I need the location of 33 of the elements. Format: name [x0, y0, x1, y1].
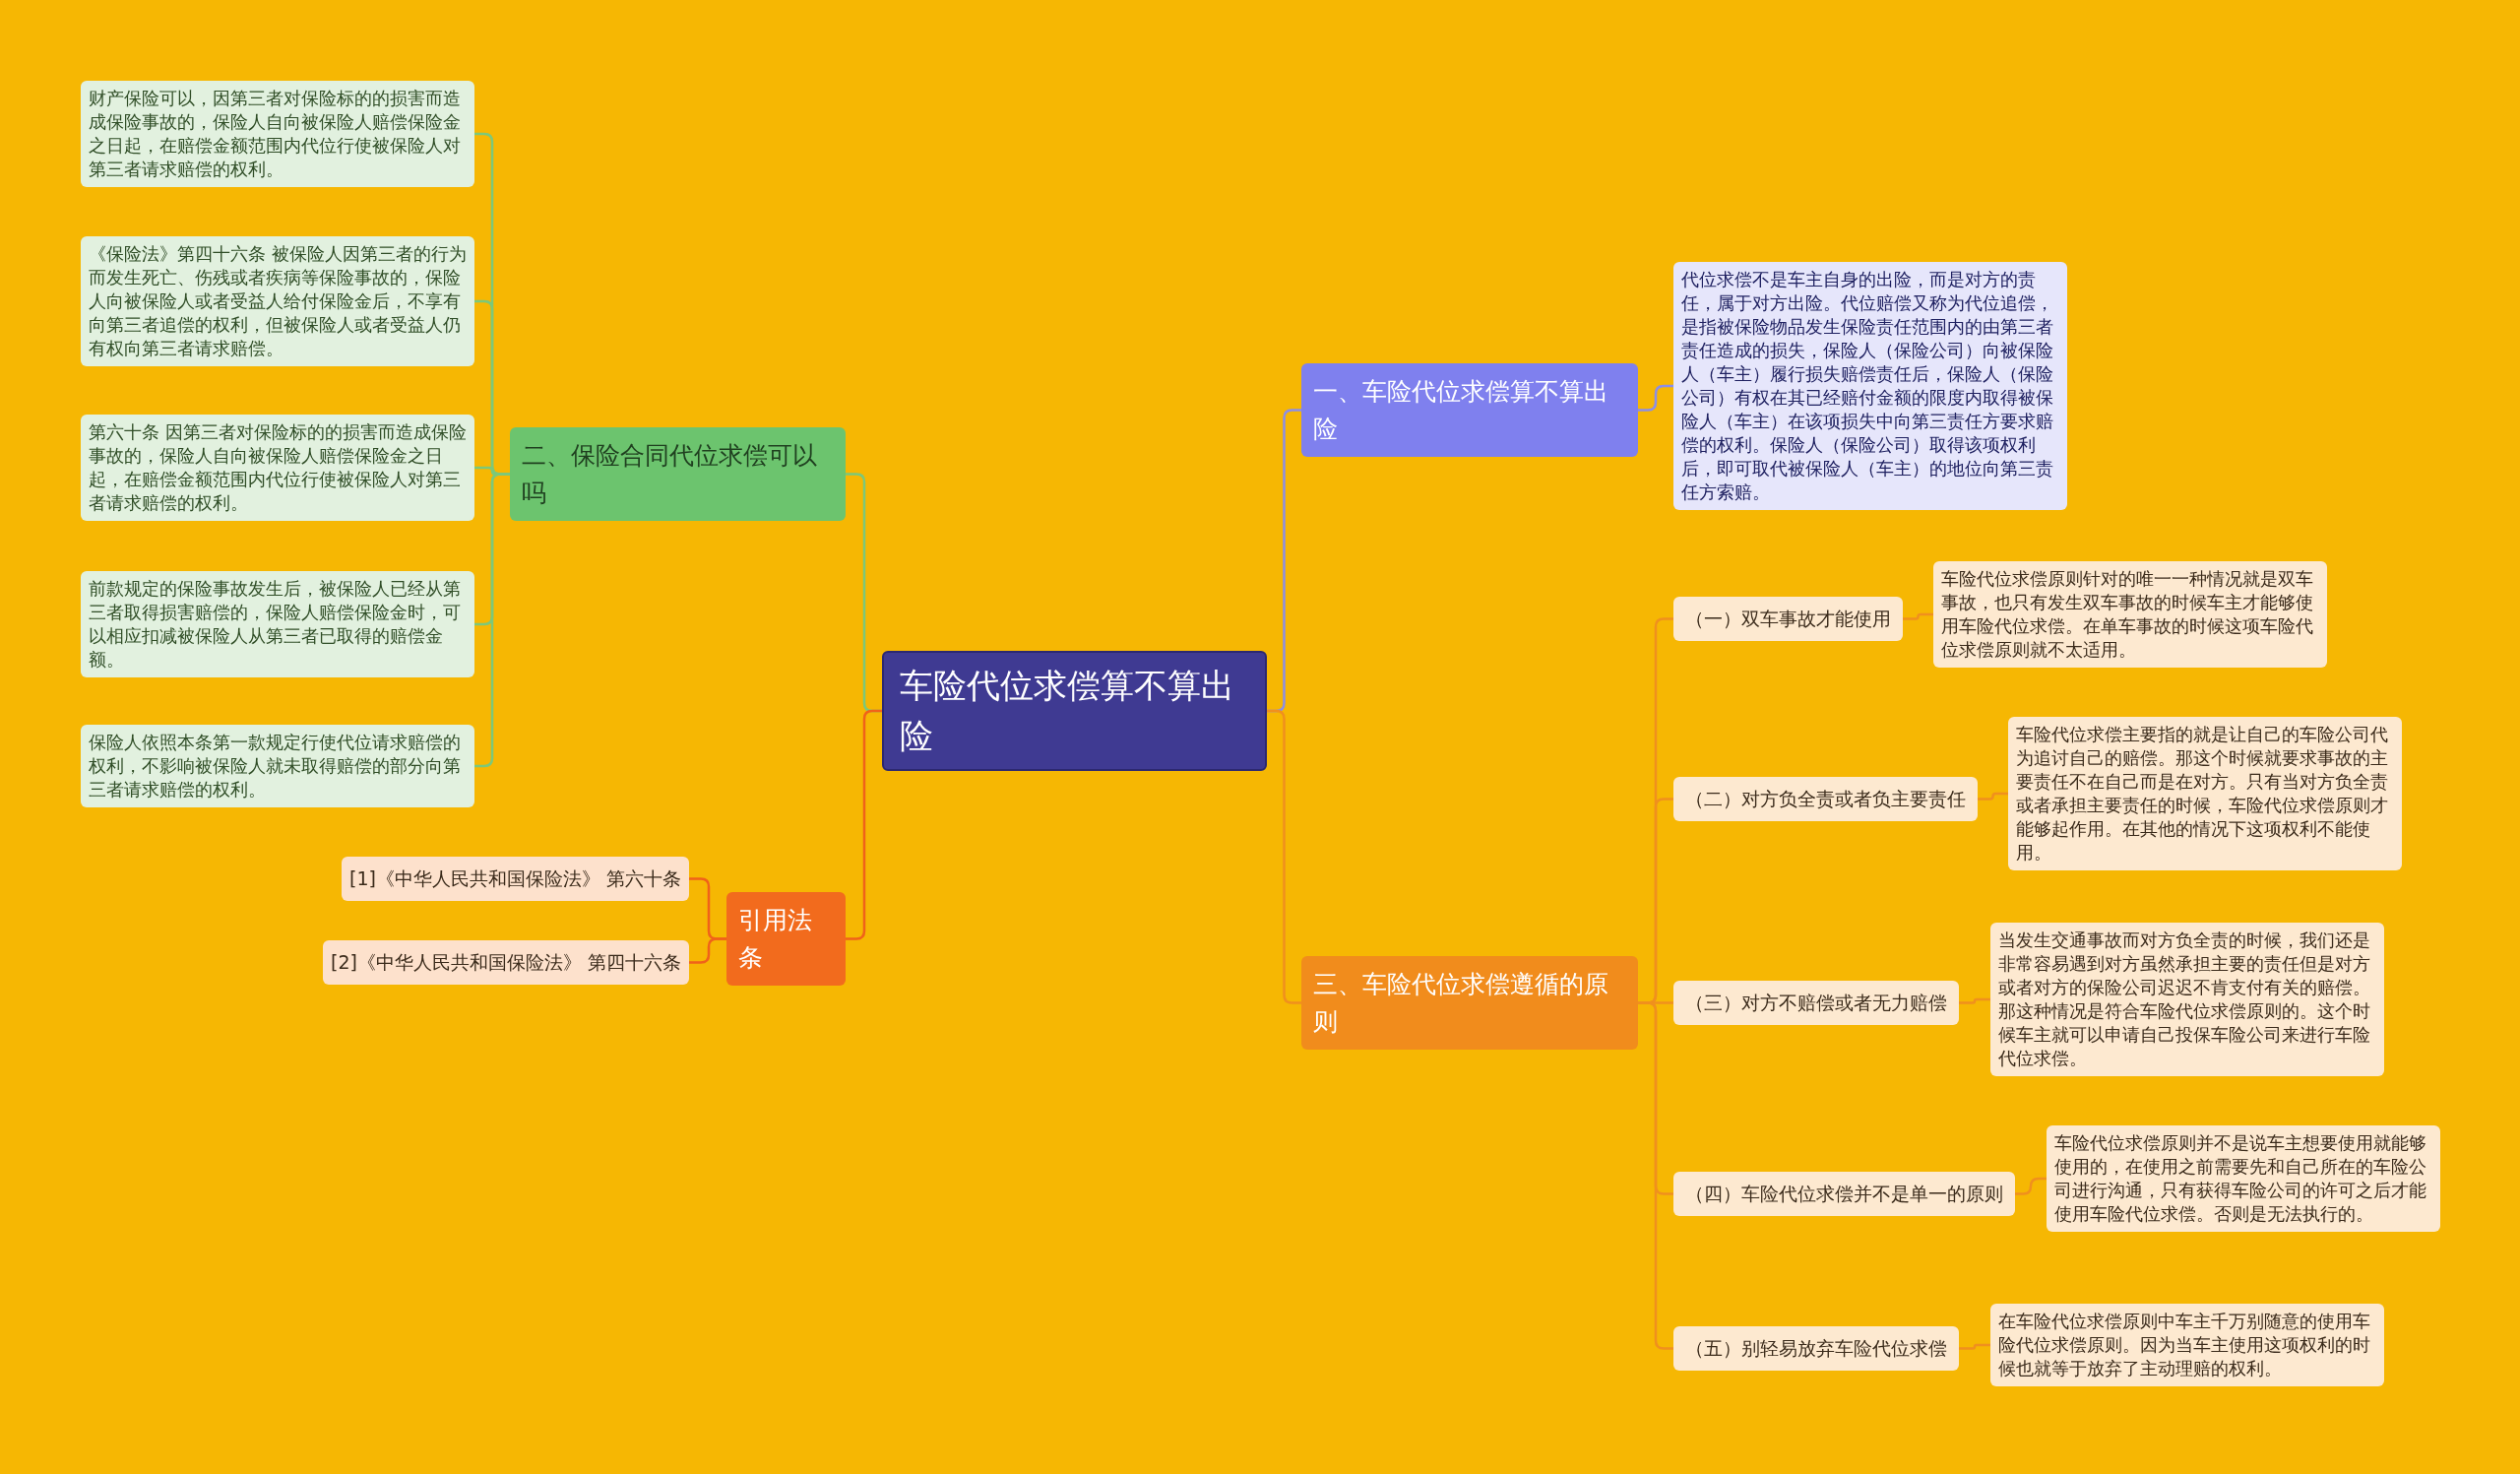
connector-line — [2015, 1177, 2047, 1195]
note-card: 当发生交通事故而对方负全责的时候，我们还是非常容易遇到对方虽然承担主要的责任但是对方或者对方的保险公司迟迟不肯支付有关的赔偿。那这种情况是符合车险代位求偿原则的。这个时候车主就可以申请自己投保车险公司来进行车险代位求偿。 — [1990, 923, 2384, 1076]
note-card: 《保险法》第四十六条 被保险人因第三者的行为而发生死亡、伤残或者疾病等保险事故的，保险人向被保险人或者受益人给付保险金后，不享有向第三者追偿的权利，但被保险人或者受益人仍有权向第三者请求赔偿。 — [81, 236, 474, 366]
connector-line — [1978, 792, 2008, 801]
subtopic-label: （二）对方负全责或者负主要责任 — [1673, 777, 1978, 821]
connector-line — [846, 709, 882, 940]
subtopic-label: （四）车险代位求偿并不是单一的原则 — [1673, 1172, 2015, 1216]
citation-label: [1]《中华人民共和国保险法》 第六十条 — [342, 857, 689, 901]
branch-topic: 一、车险代位求偿算不算出险 — [1301, 363, 1638, 457]
branch-topic: 二、保险合同代位求偿可以吗 — [510, 427, 846, 521]
connector-line — [474, 473, 510, 768]
subtopic-label: （三）对方不赔偿或者无力赔偿 — [1673, 981, 1959, 1025]
connector-line — [1638, 384, 1673, 412]
note-card: 保险人依照本条第一款规定行使代位请求赔偿的权利，不影响被保险人就未取得赔偿的部分向第三者请求赔偿的权利。 — [81, 725, 474, 807]
citation-label: [2]《中华人民共和国保险法》 第四十六条 — [323, 940, 689, 985]
note-card: 财产保险可以，因第三者对保险标的的损害而造成保险事故的，保险人自向被保险人赔偿保险金之日起，在赔偿金额范围内代位行使被保险人对第三者请求赔偿的权利。 — [81, 81, 474, 187]
subtopic-label: （五）别轻易放弃车险代位求偿 — [1673, 1326, 1959, 1371]
connector-line — [1959, 997, 1990, 1004]
connector-line — [1267, 709, 1301, 1004]
note-card: 代位求偿不是车主自身的出险，而是对方的责任，属于对方出险。代位赔偿又称为代位追偿，是指被保险物品发生保险责任范围内的由第三者责任造成的损失，保险人（保险公司）向被保险人（车主）履行损失赔偿责任后，保险人（保险公司）有权在其已经赔付金额的限度内取得被保险人（车主）在该项损失中向第三责任方要求赔偿的权利。保险人（保险公司）取得该项权利后，即可取代被保险人（车主）的地位向第三责任方索赔。 — [1673, 262, 2067, 510]
note-card: 车险代位求偿主要指的就是让自己的车险公司代为追讨自己的赔偿。那这个时候就要求事故的主要责任不在自己而是在对方。只有当对方负全责或者承担主要责任的时候，车险代位求偿原则才能够起作用。在其他的情况下这项权利不能使用。 — [2008, 717, 2402, 870]
note-card: 车险代位求偿原则并不是说车主想要使用就能够使用的，在使用之前需要先和自己所在的车险公司进行沟通，只有获得车险公司的许可之后才能使用车险代位求偿。否则是无法执行的。 — [2047, 1125, 2440, 1232]
note-card: 在车险代位求偿原则中车主千万别随意的使用车险代位求偿原则。因为当车主使用这项权利的时候也就等于放弃了主动理赔的权利。 — [1990, 1304, 2384, 1386]
connector-line — [689, 937, 726, 964]
connector-line — [1903, 612, 1933, 620]
branch-topic: 引用法条 — [726, 892, 846, 986]
connector-line — [1959, 1343, 1990, 1350]
subtopic-label: （一）双车事故才能使用 — [1673, 597, 1903, 641]
branch-topic: 三、车险代位求偿遵循的原则 — [1301, 956, 1638, 1050]
note-card: 前款规定的保险事故发生后，被保险人已经从第三者取得损害赔偿的，保险人赔偿保险金时，可以相应扣减被保险人从第三者已取得的赔偿金额。 — [81, 571, 474, 677]
note-card: 第六十条 因第三者对保险标的的损害而造成保险事故的，保险人自向被保险人赔偿保险金之日起，在赔偿金额范围内代位行使被保险人对第三者请求赔偿的权利。 — [81, 415, 474, 521]
central-topic: 车险代位求偿算不算出险 — [882, 651, 1267, 771]
note-card: 车险代位求偿原则针对的唯一一种情况就是双车事故，也只有发生双车事故的时候车主才能够使用车险代位求偿。在单车事故的时候这项车险代位求偿原则就不太适用。 — [1933, 561, 2327, 668]
